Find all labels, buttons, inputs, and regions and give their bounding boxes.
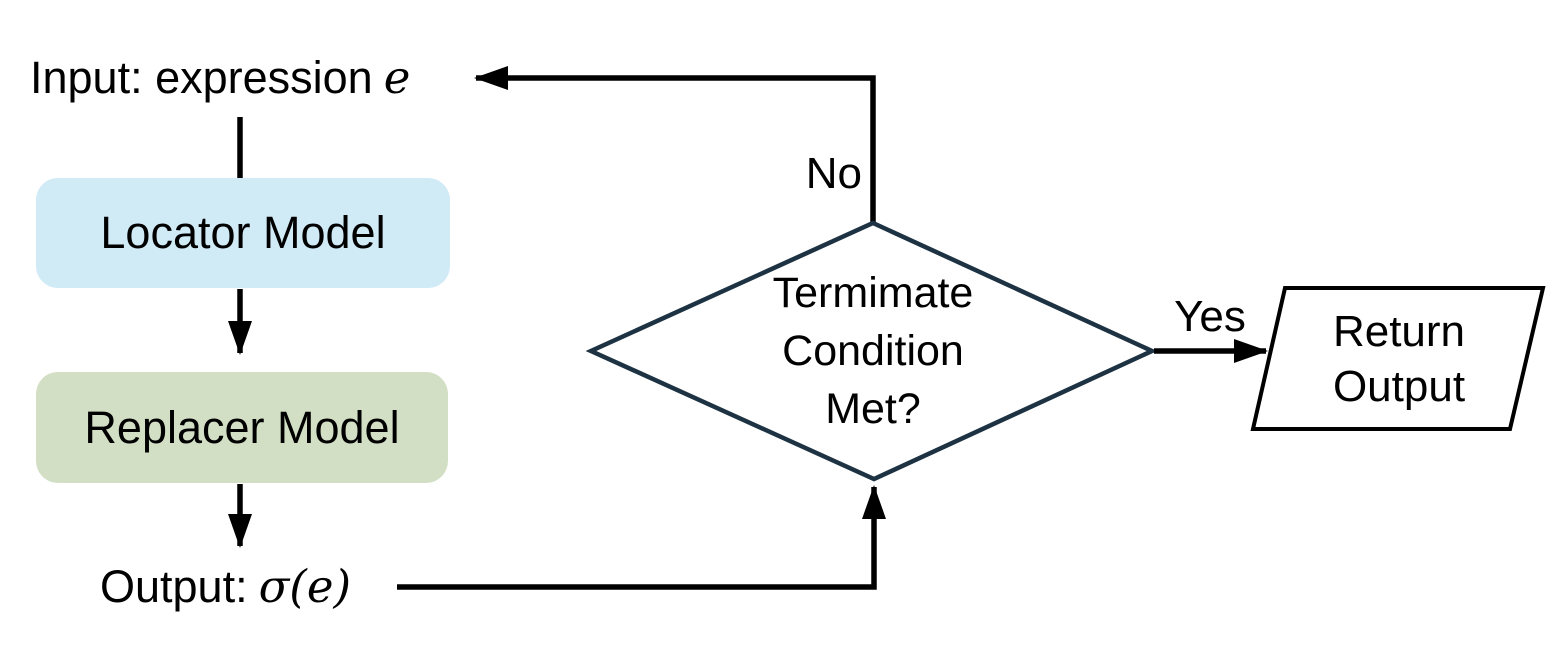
replacer-model-box — [36, 372, 448, 483]
return-output-line-2: Output — [1332, 361, 1466, 411]
decision-line-3: Met? — [825, 385, 921, 433]
return-output-parallelogram — [1250, 286, 1546, 431]
decision-line-1: Termimate — [772, 269, 974, 317]
return-output-label: Return Output — [1253, 288, 1545, 429]
input-label-text: Input: expression — [30, 52, 373, 103]
output-math-symbol: σ(e) — [258, 560, 352, 613]
locator-model-label-container: Locator Model — [36, 178, 450, 288]
no-edge-label: No — [805, 149, 862, 198]
return-output-line-1: Return — [1332, 306, 1466, 356]
input-math-symbol: e — [383, 51, 411, 104]
yes-edge-label: Yes — [1174, 292, 1246, 341]
output-to-decision-arrow — [397, 485, 886, 590]
decision-diamond — [585, 220, 1158, 482]
locator-model-box — [36, 178, 450, 288]
output-label-text: Output: — [100, 561, 248, 612]
locator-model-label: Locator Model — [100, 207, 386, 258]
output-label: Output:σ(e) — [100, 562, 351, 612]
replacer-model-label-container: Replacer Model — [36, 372, 448, 483]
decision-label: Termimate Condition Met? — [661, 264, 1085, 438]
decision-no-arrow — [474, 66, 876, 225]
decision-line-2: Condition — [782, 327, 964, 375]
replacer-model-label: Replacer Model — [84, 401, 400, 453]
